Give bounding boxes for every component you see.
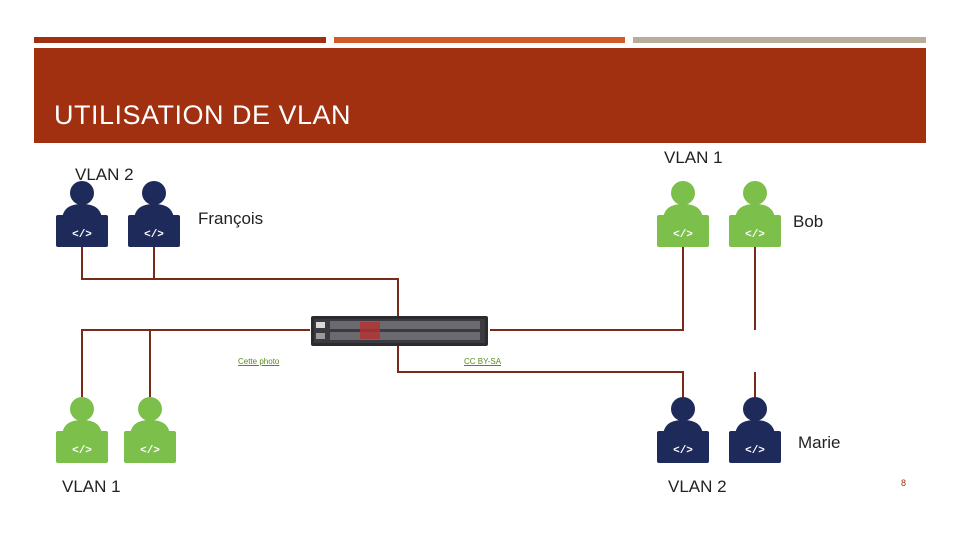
developer-icon-vlan2-1: [56, 181, 108, 247]
page-number: 8: [901, 478, 906, 488]
license-link[interactable]: CC BY-SA: [464, 357, 501, 366]
developer-icon-vlan1-4: [124, 397, 176, 463]
vlan1-top-label: VLAN 1: [664, 148, 723, 168]
vlan2-bottom-label: VLAN 2: [668, 477, 727, 497]
photo-credit-link[interactable]: Cette photo: [238, 357, 279, 366]
francois-label: François: [198, 209, 263, 229]
developer-icon-vlan1-1: [657, 181, 709, 247]
bob-label: Bob: [793, 212, 823, 232]
developer-icon-vlan2-2: [128, 181, 180, 247]
developer-icon-vlan1-3: [56, 397, 108, 463]
marie-label: Marie: [798, 433, 841, 453]
developer-icon-vlan2-4: [729, 397, 781, 463]
vlan2-top-label: VLAN 2: [75, 165, 134, 185]
developer-icon-vlan1-2: [729, 181, 781, 247]
developer-icon-vlan2-3: [657, 397, 709, 463]
vlan1-bottom-label: VLAN 1: [62, 477, 121, 497]
network-switch: [311, 316, 488, 346]
